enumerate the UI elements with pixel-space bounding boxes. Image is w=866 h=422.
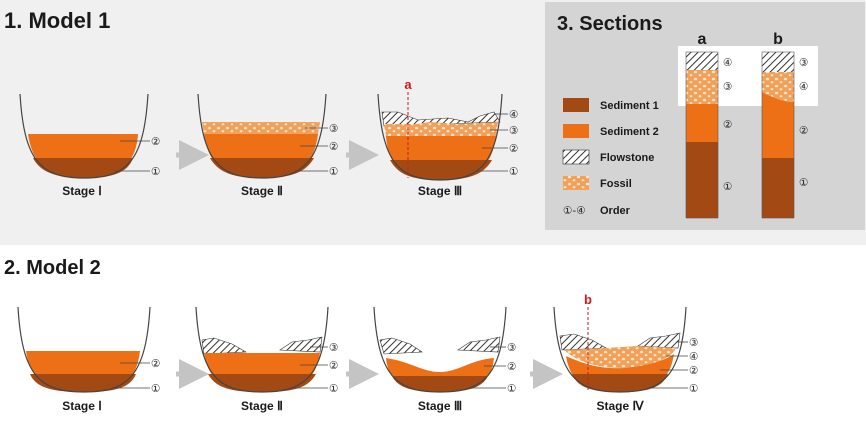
m1-stage3-basin <box>377 92 508 181</box>
m2s4-mark-2: ② <box>689 365 698 377</box>
m2-stage1-basin <box>17 306 151 393</box>
col-a-mark-1: ① <box>723 181 732 193</box>
m2-stage2-basin <box>195 306 329 393</box>
m1s3-mark-4: ④ <box>509 109 518 121</box>
col-a-mark-4: ④ <box>723 57 732 69</box>
legend-swatch-fossil <box>563 176 589 190</box>
column-b-label: b <box>773 31 783 48</box>
m2s3-mark-1: ① <box>507 383 516 395</box>
m2s4-mark-4: ④ <box>689 351 698 363</box>
m2s4-mark-3: ③ <box>689 337 698 349</box>
model1-title: 1. Model 1 <box>4 8 110 33</box>
col-b-mark-2: ② <box>799 125 808 137</box>
m2s4-mark-1: ① <box>689 383 698 395</box>
m1-section-marker-a: a <box>404 77 412 92</box>
m2s3-mark-2: ② <box>507 361 516 373</box>
section-column-a <box>685 51 719 219</box>
m2s2-mark-3: ③ <box>329 342 338 354</box>
legend-swatch-sediment2 <box>563 124 589 138</box>
legend-label-fossil: Fossil <box>600 178 632 190</box>
m2s2-mark-1: ① <box>329 383 338 395</box>
m2-stage3-label: Stage Ⅲ <box>418 399 462 413</box>
m1-stage2-label: Stage Ⅱ <box>241 184 283 198</box>
m1s2-mark-3: ③ <box>329 123 338 135</box>
m1s2-mark-1: ① <box>329 166 338 178</box>
m2-section-marker-b: b <box>584 292 592 307</box>
m2-stage2-label: Stage Ⅱ <box>241 399 283 413</box>
legend-order-symbol: ①-④ <box>563 205 586 217</box>
column-a-label: a <box>698 31 707 48</box>
m2s1-mark-2: ② <box>151 358 160 370</box>
m2-stage3-basin <box>373 306 507 393</box>
legend-label-sediment1: Sediment 1 <box>600 100 659 112</box>
m1-stage3-label: Stage Ⅲ <box>418 184 462 198</box>
m1s1-mark-1: ① <box>151 166 160 178</box>
legend-swatch-flowstone <box>562 149 590 165</box>
m1s3-mark-2: ② <box>509 143 518 155</box>
m2-stage1-label: Stage Ⅰ <box>62 399 102 413</box>
col-b-mark-4: ④ <box>799 81 808 93</box>
m2-stage4-basin <box>553 306 688 393</box>
m2-stage4-label: Stage Ⅳ <box>596 399 644 413</box>
m1s2-mark-2: ② <box>329 141 338 153</box>
model2-title: 2. Model 2 <box>4 257 101 279</box>
legend-label-order: Order <box>600 205 631 217</box>
col-a-mark-2: ② <box>723 119 732 131</box>
legend-label-flowstone: Flowstone <box>600 152 654 164</box>
col-a-mark-3: ③ <box>723 81 732 93</box>
legend-label-sediment2: Sediment 2 <box>600 126 659 138</box>
col-b-mark-3: ③ <box>799 57 808 69</box>
m1-stage2-basin <box>197 93 328 179</box>
legend-swatch-sediment1 <box>563 98 589 112</box>
sections-title: 3. Sections <box>557 13 663 35</box>
m1s3-mark-1: ① <box>509 166 518 178</box>
section-column-b <box>761 51 795 219</box>
m1s1-mark-2: ② <box>151 136 160 148</box>
m2s1-mark-1: ① <box>151 383 160 395</box>
m1s3-mark-3: ③ <box>509 125 518 137</box>
m2s2-mark-2: ② <box>329 360 338 372</box>
col-b-mark-1: ① <box>799 177 808 189</box>
m1-stage1-basin <box>19 93 150 179</box>
m1-stage1-label: Stage Ⅰ <box>62 184 102 198</box>
m2s3-mark-3: ③ <box>507 342 516 354</box>
